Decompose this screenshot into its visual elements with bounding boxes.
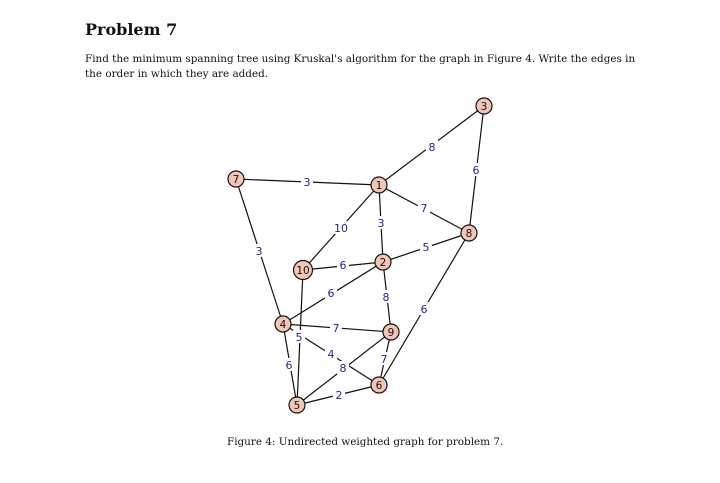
edge-weight-1-2: 3 xyxy=(378,217,385,230)
node-1: 1 xyxy=(370,176,388,194)
edge-weight-4-2: 6 xyxy=(328,287,335,300)
node-label: 8 xyxy=(466,228,473,240)
node-label: 6 xyxy=(376,380,383,392)
node-circle xyxy=(382,323,400,341)
edge-weight-9-6: 7 xyxy=(381,353,388,366)
edge-weight-2-8: 5 xyxy=(423,241,430,254)
edge-weight-4-5: 6 xyxy=(286,359,293,372)
edge-weight-background xyxy=(418,201,430,214)
edge-weight-background xyxy=(337,258,349,271)
problem-statement: Find the minimum spanning tree using Kru… xyxy=(85,53,636,80)
edge-weight-background xyxy=(418,302,430,315)
edge-weight-background xyxy=(301,175,313,188)
figure-caption: Figure 4: Undirected weighted graph for … xyxy=(227,436,504,448)
edge-weight-background xyxy=(375,216,387,229)
edge-weight-background xyxy=(330,321,342,334)
edge-weight-10-2: 6 xyxy=(340,259,347,272)
edge-weight-3-8: 6 xyxy=(473,164,480,177)
edge-weight-1-10: 10 xyxy=(334,222,348,235)
edge-weight-4-9: 7 xyxy=(333,322,340,335)
node-3: 3 xyxy=(475,97,493,115)
node-circle xyxy=(274,315,292,333)
edge-weight-background xyxy=(380,290,392,303)
edge-weight-background xyxy=(335,221,347,234)
edge-weight-1-3: 8 xyxy=(429,141,436,154)
edge-weight-7-4: 3 xyxy=(256,245,263,258)
node-label: 3 xyxy=(481,101,488,113)
node-circle xyxy=(370,376,388,394)
edge-weight-background xyxy=(325,347,337,360)
edge-weight-background xyxy=(293,330,305,343)
node-circle xyxy=(227,170,245,188)
edge-weight-1-8: 7 xyxy=(421,202,428,215)
node-9: 9 xyxy=(382,323,400,341)
edge-weight-2-9: 8 xyxy=(383,291,390,304)
edge-weight-background xyxy=(253,244,265,257)
node-label: 10 xyxy=(296,265,309,277)
node-10: 10 xyxy=(292,259,314,281)
edge-weight-background xyxy=(420,240,432,253)
node-7: 7 xyxy=(227,170,245,188)
node-label: 2 xyxy=(380,257,387,269)
edge-weight-8-6: 6 xyxy=(421,303,428,316)
edges-layer xyxy=(235,105,485,406)
edge-weight-7-1: 3 xyxy=(304,176,311,189)
edge-weight-10-5: 5 xyxy=(296,331,303,344)
node-circle xyxy=(370,176,388,194)
node-circle xyxy=(288,396,306,414)
node-circle xyxy=(292,259,314,281)
node-label: 7 xyxy=(233,174,240,186)
edge-weight-background xyxy=(426,140,438,153)
edge-weight-4-6: 4 xyxy=(328,348,335,361)
edge-weight-background xyxy=(378,352,390,365)
edge-weight-background xyxy=(470,163,482,176)
node-5: 5 xyxy=(288,396,306,414)
node-8: 8 xyxy=(460,224,478,242)
edge-weight-9-5: 8 xyxy=(340,362,347,375)
node-label: 1 xyxy=(376,180,383,192)
node-4: 4 xyxy=(274,315,292,333)
node-label: 4 xyxy=(280,319,287,331)
edge-weight-background xyxy=(325,286,337,299)
edge-weight-background xyxy=(337,361,349,374)
node-circle xyxy=(374,253,392,271)
edge-weight-5-6: 2 xyxy=(336,389,343,402)
node-circle xyxy=(475,97,493,115)
node-label: 5 xyxy=(294,400,301,412)
node-2: 2 xyxy=(374,253,392,271)
node-6: 6 xyxy=(370,376,388,394)
node-circle xyxy=(460,224,478,242)
edge-weight-background xyxy=(333,388,345,401)
node-label: 9 xyxy=(388,327,395,339)
edge-weight-background xyxy=(283,358,295,371)
problem-heading: Problem 7 xyxy=(85,20,178,39)
